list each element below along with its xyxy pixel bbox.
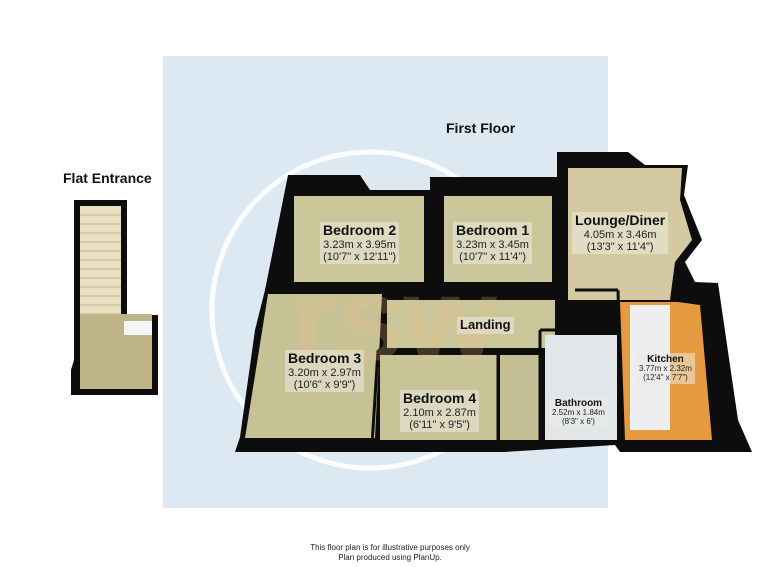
- room-label-kitchen: Kitchen 3.77m x 2.32m (12'4" x 7'7"): [636, 353, 695, 385]
- room-label-bedroom-4: Bedroom 4 2.10m x 2.87m (6'11" x 9'5"): [400, 390, 480, 433]
- room-label-bedroom-2: Bedroom 2 3.23m x 3.95m (10'7" x 12'11"): [320, 222, 400, 265]
- footer-disclaimer: This floor plan is for illustrative purp…: [0, 543, 780, 562]
- first-floor-plan: rsw: [235, 152, 752, 452]
- flat-entrance-plan: [71, 200, 158, 395]
- stairwell-floor: [500, 355, 540, 440]
- room-label-landing: Landing: [457, 317, 514, 334]
- room-label-bathroom: Bathroom 2.52m x 1.84m (8'3" x 6'): [549, 397, 608, 429]
- room-label-bedroom-1: Bedroom 1 3.23m x 3.45m (10'7" x 11'4"): [453, 222, 533, 265]
- room-label-bedroom-3: Bedroom 3 3.20m x 2.97m (10'6" x 9'9"): [285, 350, 365, 393]
- first-floor-title: First Floor: [446, 120, 516, 136]
- footer-line-1: This floor plan is for illustrative purp…: [310, 543, 470, 552]
- room-label-lounge-diner: Lounge/Diner 4.05m x 3.46m (13'3" x 11'4…: [572, 212, 669, 255]
- flat-entrance-title: Flat Entrance: [63, 170, 152, 186]
- footer-line-2: Plan produced using PlanUp.: [338, 552, 442, 562]
